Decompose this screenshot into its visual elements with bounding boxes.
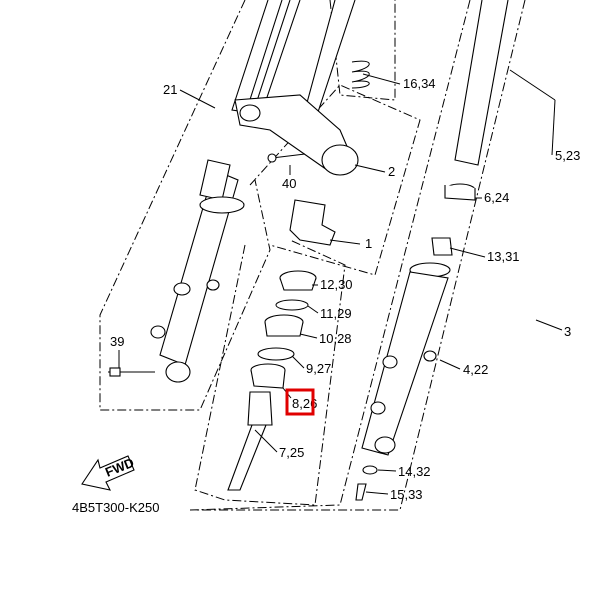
steering-stem [234,0,370,176]
leader-lines [118,69,563,495]
callout-13-31[interactable]: 13,31 [487,249,520,264]
callout-8-26[interactable]: 8,26 [292,396,317,411]
callout-14-32[interactable]: 14,32 [398,464,431,479]
callout-1[interactable]: 1 [365,236,372,251]
diagram-code: 4B5T300-K250 [72,500,159,515]
inner-parts-boundary [194,239,346,506]
highlight-box [285,388,315,416]
callout-5-23[interactable]: 5,23 [555,148,580,163]
right-fork-boundary [189,0,526,511]
seal-stack [227,270,317,491]
callout-6-24[interactable]: 6,24 [484,190,509,205]
callout-12-30[interactable]: 12,30 [320,277,353,292]
left-fork-assembly [108,0,301,383]
callout-39[interactable]: 39 [110,334,124,349]
callout-9-27[interactable]: 9,27 [306,361,331,376]
dust-cover [289,199,336,246]
callout-10-28[interactable]: 10,28 [319,331,352,346]
right-fork-assembly [355,0,509,501]
callout-7-25[interactable]: 7,25 [279,445,304,460]
callout-2[interactable]: 2 [388,164,395,179]
fwd-arrow-icon: FWD [81,455,136,491]
callout-11-29[interactable]: 11,29 [320,306,352,321]
callout-40[interactable]: 40 [282,176,296,191]
callout-15-33[interactable]: 15,33 [390,487,423,502]
callout-4-22[interactable]: 4,22 [463,362,488,377]
callout-16-34[interactable]: 16,34 [403,76,436,91]
callout-21[interactable]: 21 [163,82,177,97]
callout-3[interactable]: 3 [564,324,571,339]
